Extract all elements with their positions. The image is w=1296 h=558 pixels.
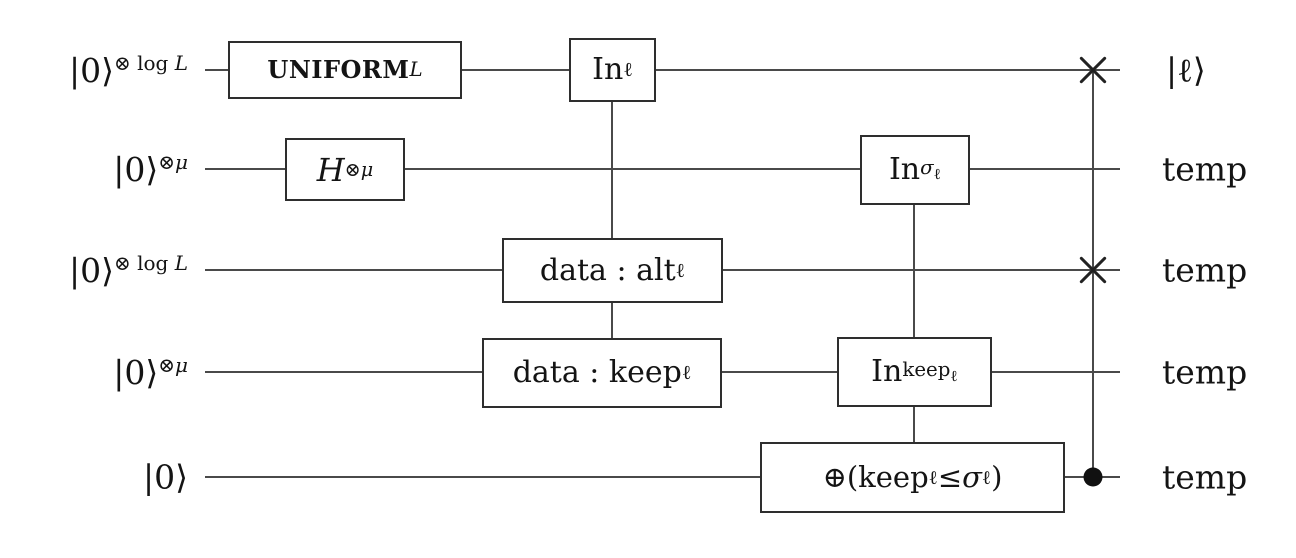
wire-2-line	[205, 168, 1120, 170]
ket-zero: |0⟩	[69, 51, 114, 90]
gate-hadamard-mu: H⊗μ	[285, 138, 405, 201]
input-label-wire-1: |0⟩⊗ log L	[69, 51, 188, 90]
ket-zero: |0⟩	[143, 457, 188, 497]
ket-zero: |0⟩	[113, 150, 159, 189]
wire-5-line	[205, 476, 1120, 478]
input-label-wire-2: |0⟩⊗μ	[113, 150, 188, 189]
output-label-wire-1: |ℓ⟩	[1166, 50, 1206, 90]
output-label-wire-5: temp	[1162, 457, 1248, 497]
output-label-wire-3: temp	[1162, 250, 1248, 290]
ket-zero: |0⟩	[113, 353, 159, 392]
input-label-wire-3: |0⟩⊗ log L	[69, 251, 188, 290]
control-dot-icon	[1083, 467, 1103, 487]
output-label-wire-4: temp	[1162, 352, 1248, 392]
output-label-wire-2: temp	[1162, 149, 1248, 189]
input-label-wire-4: |0⟩⊗μ	[113, 353, 188, 392]
input-label-wire-5: |0⟩	[0, 461, 188, 494]
ket-zero: |0⟩	[69, 251, 114, 290]
swap-x-icon	[1074, 51, 1112, 89]
connector-in-sigma-to-xor	[913, 203, 915, 444]
wire-1-line	[205, 69, 1120, 71]
connector-in-to-data-gates	[611, 100, 613, 342]
swap-x-icon	[1074, 251, 1112, 289]
